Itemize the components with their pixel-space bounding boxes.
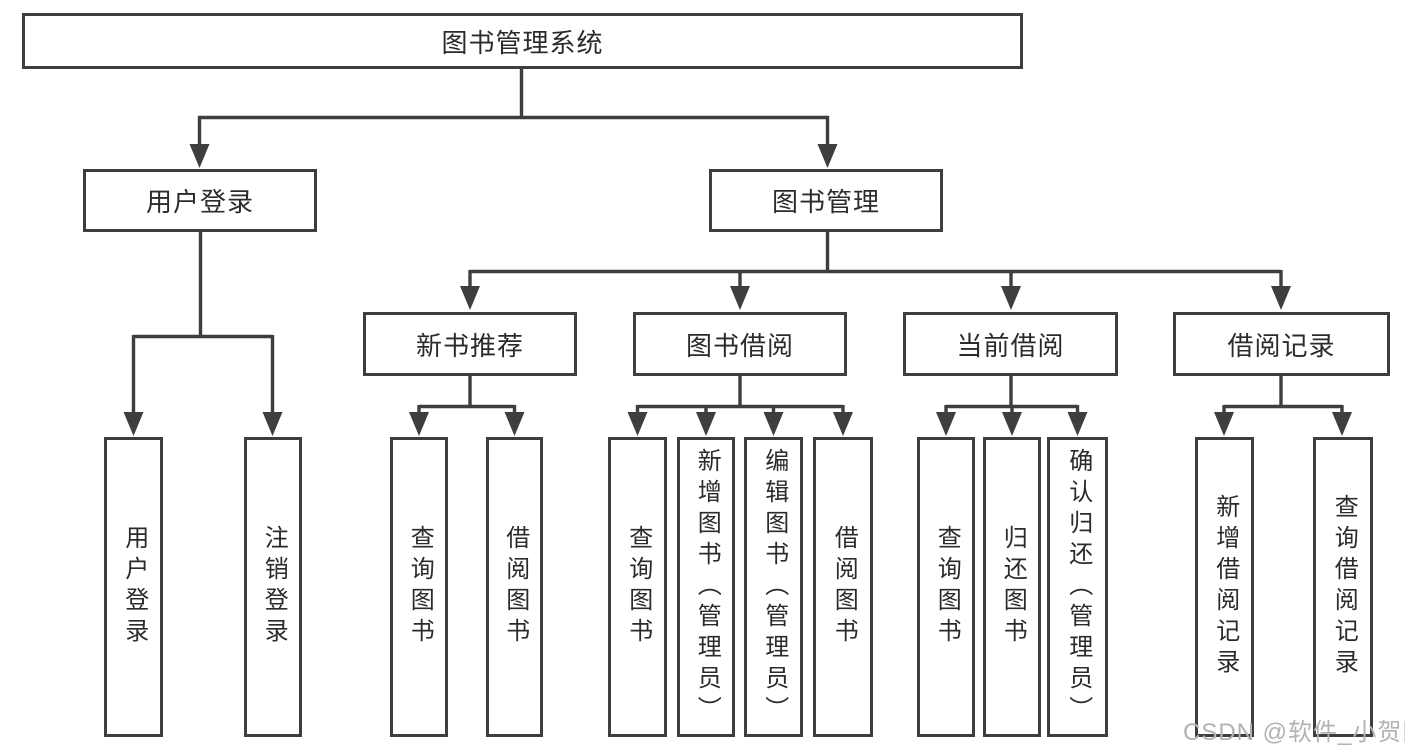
node-new-book-recommend: 新书推荐 <box>363 312 577 376</box>
arrowhead <box>189 144 210 168</box>
node-user-login-label: 用户登录 <box>145 187 254 217</box>
arrowhead <box>460 286 480 310</box>
leaf-add-borrow-record: 新增借阅记录 <box>1195 437 1254 737</box>
arrowhead <box>409 412 429 436</box>
leaf-return-books-label: 归还图书 <box>999 525 1027 649</box>
leaf-query-books-1: 查询图书 <box>390 437 448 737</box>
leaf-query-books-1-label: 查询图书 <box>406 525 434 649</box>
connector-book-borrow-to-leaves <box>627 376 853 436</box>
leaf-query-books-2-label: 查询图书 <box>624 525 652 649</box>
connector-book-mgmt-to-level3 <box>460 232 1291 310</box>
leaf-return-books: 归还图书 <box>983 437 1041 737</box>
arrowhead <box>1002 412 1022 436</box>
node-book-borrowing: 图书借阅 <box>633 312 847 376</box>
node-current-borrowing: 当前借阅 <box>903 312 1118 376</box>
connector-user-login-to-leaves <box>123 232 283 436</box>
leaf-query-borrow-record: 查询借阅记录 <box>1313 437 1373 737</box>
leaf-confirm-return-admin: 确认归还（管理员） <box>1047 437 1108 737</box>
connector-current-borrow-to-leaves <box>936 376 1088 436</box>
leaf-add-books-admin: 新增图书（管理员） <box>677 437 735 737</box>
connector-new-books-to-leaves <box>409 376 525 436</box>
leaf-logout-label: 注销登录 <box>260 525 288 649</box>
node-borrowing-records: 借阅记录 <box>1173 312 1390 376</box>
arrowhead <box>1271 286 1291 310</box>
leaf-borrow-books-2: 借阅图书 <box>813 437 873 737</box>
node-borrowing-records-label: 借阅记录 <box>1227 330 1336 361</box>
arrowhead <box>1067 412 1088 436</box>
node-new-book-recommend-label: 新书推荐 <box>415 330 524 361</box>
leaf-add-borrow-record-label: 新增借阅记录 <box>1211 494 1239 680</box>
leaf-add-books-admin-label: 新增图书（管理员） <box>693 447 721 727</box>
leaf-borrow-books-2-label: 借阅图书 <box>830 525 858 649</box>
leaf-user-login: 用户登录 <box>104 437 163 737</box>
leaf-logout: 注销登录 <box>244 437 302 737</box>
node-book-borrowing-label: 图书借阅 <box>685 330 794 361</box>
leaf-confirm-return-admin-label: 确认归还（管理员） <box>1064 447 1092 727</box>
csdn-watermark: CSDN @软件_小贺同学 <box>1183 719 1405 746</box>
arrowhead <box>1332 412 1352 436</box>
leaf-query-books-3-label: 查询图书 <box>933 525 961 649</box>
leaf-edit-books-admin: 编辑图书（管理员） <box>744 437 803 737</box>
node-root: 图书管理系统 <box>22 13 1023 69</box>
leaf-query-borrow-record-label: 查询借阅记录 <box>1330 494 1358 680</box>
leaf-edit-books-admin-label: 编辑图书（管理员） <box>760 447 788 727</box>
arrowhead <box>123 412 144 436</box>
leaf-query-books-2: 查询图书 <box>608 437 667 737</box>
node-book-management: 图书管理 <box>709 169 943 232</box>
arrowhead <box>730 286 750 310</box>
arrowhead <box>763 412 784 436</box>
leaf-borrow-books-1-label: 借阅图书 <box>501 525 529 649</box>
arrowhead <box>262 412 283 436</box>
arrowhead <box>627 412 648 436</box>
node-book-management-label: 图书管理 <box>771 187 880 217</box>
arrowhead <box>936 412 956 436</box>
arrowhead <box>1001 286 1021 310</box>
arrowhead <box>817 144 838 168</box>
arrowhead <box>504 412 525 436</box>
connector-root-to-level2 <box>189 69 838 168</box>
arrowhead <box>833 412 853 436</box>
node-root-label: 图书管理系统 <box>441 27 604 58</box>
node-current-borrowing-label: 当前借阅 <box>956 330 1065 361</box>
arrowhead <box>1214 412 1234 436</box>
leaf-borrow-books-1: 借阅图书 <box>486 437 543 737</box>
node-user-login: 用户登录 <box>83 169 317 232</box>
arrowhead <box>696 412 716 436</box>
leaf-user-login-label: 用户登录 <box>120 525 148 649</box>
leaf-query-books-3: 查询图书 <box>917 437 975 737</box>
connector-borrow-records-to-leaves <box>1214 376 1352 436</box>
